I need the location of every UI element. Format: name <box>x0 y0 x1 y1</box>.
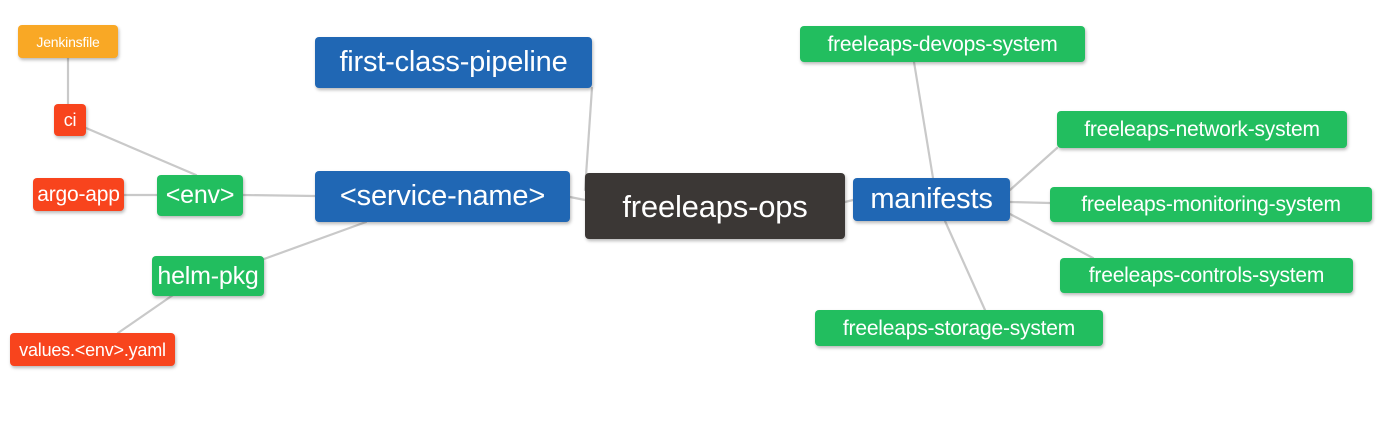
node-first-class-pipeline[interactable]: first-class-pipeline <box>315 37 592 88</box>
edge-helm-pkg-values-yaml <box>116 293 175 335</box>
node-freeleaps-network-system-label: freeleaps-network-system <box>1084 118 1320 141</box>
node-argo-app-label: argo-app <box>37 183 120 206</box>
node-env-label: <env> <box>165 181 235 209</box>
node-helm-pkg-label: helm-pkg <box>157 261 259 290</box>
edge-manifests-storage-system <box>943 219 987 312</box>
node-root-freeleaps-ops[interactable]: freeleaps-ops <box>585 173 845 239</box>
node-jenkinsfile[interactable]: Jenkinsfile <box>18 25 118 58</box>
node-manifests[interactable]: manifests <box>853 178 1010 221</box>
node-freeleaps-network-system[interactable]: freeleaps-network-system <box>1057 111 1347 148</box>
edge-service-name-env <box>241 193 317 198</box>
edge-root-service-name <box>568 195 587 202</box>
edge-manifests-monitoring-system <box>1008 200 1052 205</box>
node-ci[interactable]: ci <box>54 104 86 136</box>
edge-manifests-network-system <box>1008 146 1059 192</box>
edge-service-name-helm-pkg <box>262 220 368 261</box>
node-service-name[interactable]: <service-name> <box>315 171 570 222</box>
node-ci-label: ci <box>63 110 77 130</box>
node-values-yaml-label: values.<env>.yaml <box>19 339 166 360</box>
node-freeleaps-devops-system[interactable]: freeleaps-devops-system <box>800 26 1085 62</box>
node-freeleaps-storage-system[interactable]: freeleaps-storage-system <box>815 310 1103 346</box>
node-argo-app[interactable]: argo-app <box>33 178 124 211</box>
node-freeleaps-monitoring-system-label: freeleaps-monitoring-system <box>1081 193 1341 216</box>
node-freeleaps-controls-system[interactable]: freeleaps-controls-system <box>1060 258 1353 293</box>
edge-env-ci <box>84 126 198 177</box>
node-values-yaml[interactable]: values.<env>.yaml <box>10 333 175 366</box>
node-root-label: freeleaps-ops <box>622 188 808 224</box>
node-service-name-label: <service-name> <box>339 180 546 212</box>
edge-manifests-devops-system <box>912 60 935 180</box>
node-manifests-label: manifests <box>870 183 993 215</box>
node-freeleaps-storage-system-label: freeleaps-storage-system <box>842 316 1076 340</box>
node-freeleaps-devops-system-label: freeleaps-devops-system <box>827 32 1058 56</box>
node-jenkinsfile-label: Jenkinsfile <box>36 33 100 50</box>
node-freeleaps-controls-system-label: freeleaps-controls-system <box>1088 264 1325 287</box>
node-first-class-pipeline-label: first-class-pipeline <box>339 46 568 78</box>
node-helm-pkg[interactable]: helm-pkg <box>152 256 264 296</box>
node-env[interactable]: <env> <box>157 175 243 216</box>
edge-root-manifests <box>843 198 855 204</box>
node-freeleaps-monitoring-system[interactable]: freeleaps-monitoring-system <box>1050 187 1372 222</box>
